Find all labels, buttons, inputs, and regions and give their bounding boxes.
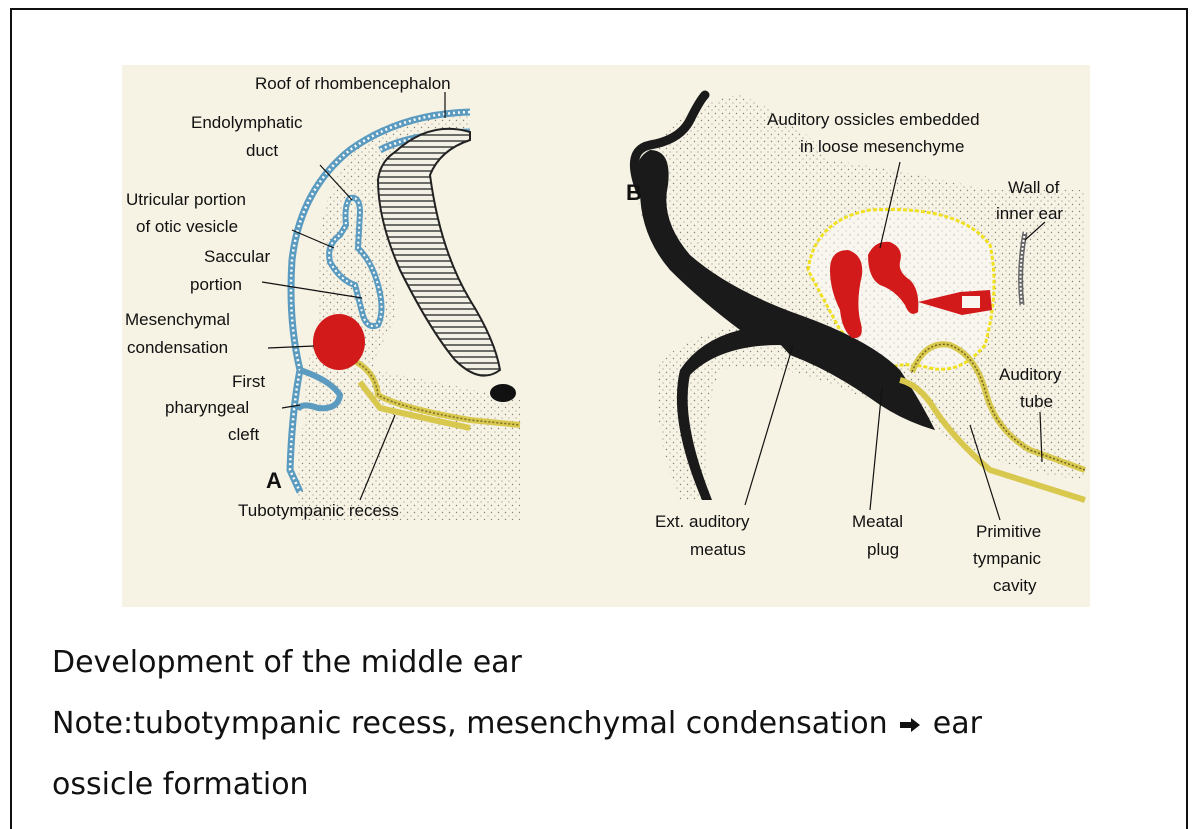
middle-ear-figure: Roof of rhombencephalon Endolymphatic du…: [0, 0, 1196, 640]
panel-a-letter: A: [266, 468, 282, 493]
label-primitive-cavity-2: tympanic: [973, 549, 1042, 568]
notochord-dot: [490, 384, 516, 402]
label-ext-meatus-1: Ext. auditory: [655, 512, 750, 531]
panel-b-letter: B: [626, 180, 642, 205]
caption-title: Development of the middle ear: [52, 645, 522, 680]
label-roof-rhombencephalon: Roof of rhombencephalon: [255, 74, 451, 93]
label-meatal-plug-2: plug: [867, 540, 899, 559]
mesenchymal-condensation: [313, 314, 365, 370]
label-first-cleft-1: First: [232, 372, 265, 391]
label-primitive-cavity-1: Primitive: [976, 522, 1041, 541]
label-auditory-ossicles-1: Auditory ossicles embedded: [767, 110, 980, 129]
label-saccular-1: Saccular: [204, 247, 270, 266]
label-tubotympanic: Tubotympanic recess: [238, 501, 399, 520]
caption-note-text: Note:tubotympanic recess, mesenchymal co…: [52, 706, 888, 741]
label-auditory-tube-2: tube: [1020, 392, 1053, 411]
label-saccular-2: portion: [190, 275, 242, 294]
label-utricular-2: of otic vesicle: [136, 217, 238, 236]
label-first-cleft-2: pharyngeal: [165, 398, 249, 417]
label-first-cleft-3: cleft: [228, 425, 259, 444]
caption-ossicle: ossicle formation: [52, 767, 309, 802]
label-auditory-tube-1: Auditory: [999, 365, 1062, 384]
label-wall-inner-ear-1: Wall of: [1008, 178, 1060, 197]
label-ext-meatus-2: meatus: [690, 540, 746, 559]
caption-note-ear: ear: [933, 706, 982, 741]
label-meatal-plug-1: Meatal: [852, 512, 903, 531]
label-wall-inner-ear-2: inner ear: [996, 204, 1063, 223]
label-mesenchymal-1: Mesenchymal: [125, 310, 230, 329]
label-mesenchymal-2: condensation: [127, 338, 228, 357]
label-auditory-ossicles-2: in loose mesenchyme: [800, 137, 964, 156]
label-utricular-1: Utricular portion: [126, 190, 246, 209]
label-primitive-cavity-3: cavity: [993, 576, 1037, 595]
right-arrow-icon: [899, 717, 921, 733]
caption-note: Note:tubotympanic recess, mesenchymal co…: [52, 706, 982, 741]
label-endolymphatic-1: Endolymphatic: [191, 113, 303, 132]
label-endolymphatic-2: duct: [246, 141, 278, 160]
